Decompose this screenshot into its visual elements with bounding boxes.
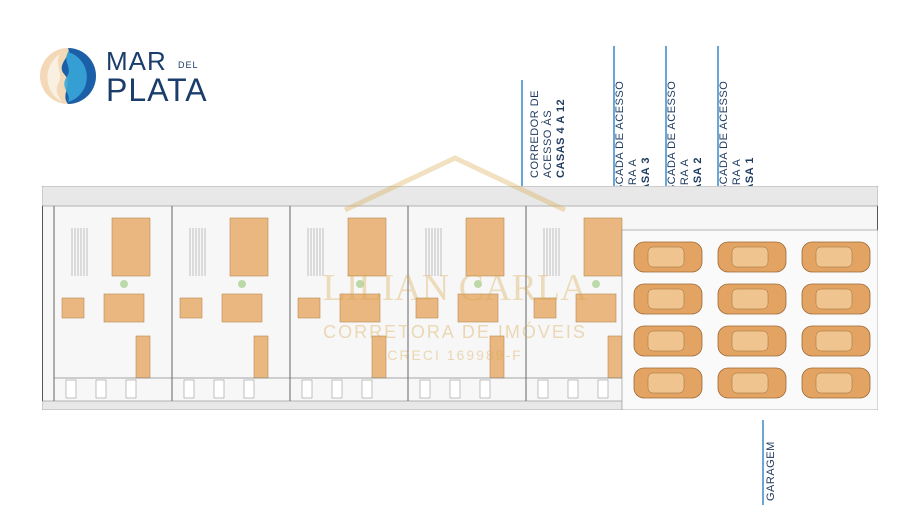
car-icon <box>801 283 871 315</box>
logo-mar: MAR <box>106 46 167 76</box>
logo-plata: PLATA <box>106 72 208 108</box>
callout-line-casa3 <box>613 46 615 214</box>
callout-line-casa2 <box>665 46 667 214</box>
car-icon <box>633 367 703 399</box>
car-icon <box>717 283 787 315</box>
parking-spaces <box>633 241 871 399</box>
callout-casa2: ESCADA DE ACESSO PARA A CASA 2 <box>666 80 704 200</box>
car-icon <box>717 367 787 399</box>
logo: MAR DEL PLATA <box>38 44 238 114</box>
wave-circle-icon <box>40 48 96 104</box>
callout-casa1: ESCADA DE ACESSO PARA A CASA 1 <box>718 80 756 200</box>
car-icon <box>801 325 871 357</box>
house-units <box>53 206 644 401</box>
floor-plan <box>42 186 878 410</box>
callout-line-corredor <box>521 80 523 192</box>
callout-corredor: CORREDOR DE ACESSO ÀS CASAS 4 A 12 <box>529 89 567 178</box>
callout-casa3: ESCADA DE ACESSO PARA A CASA 3 <box>614 80 652 200</box>
garagem-label: GARAGEM <box>765 441 777 501</box>
car-icon <box>633 283 703 315</box>
car-icon <box>801 241 871 273</box>
garagem-line <box>762 420 764 505</box>
car-icon <box>633 325 703 357</box>
car-icon <box>717 241 787 273</box>
car-icon <box>717 325 787 357</box>
car-icon <box>801 367 871 399</box>
car-icon <box>633 241 703 273</box>
callout-line-casa1 <box>717 46 719 214</box>
logo-del: DEL <box>178 60 199 70</box>
